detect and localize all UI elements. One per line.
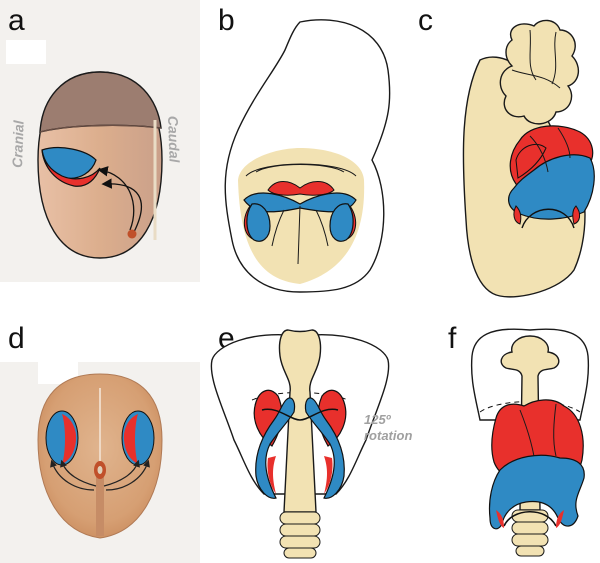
panel-d: d <box>0 322 200 563</box>
heart-tube-right-inner-e <box>324 456 333 494</box>
panel-a: a Cranial Caudal <box>0 0 200 282</box>
heart-limb-right-blue-b <box>329 203 354 242</box>
panel-e: e 125º rotation <box>210 322 412 559</box>
embryo-c-head-folds <box>511 29 561 89</box>
node-d-inner <box>97 466 103 474</box>
amnion-dashed-f <box>479 401 581 413</box>
midline-b <box>271 205 329 265</box>
caudal-label: Caudal <box>165 116 183 164</box>
rotation-label-line1: 125º <box>364 412 392 427</box>
cranial-label: Cranial <box>9 119 27 168</box>
primitive-streak-d <box>96 470 104 536</box>
heart-c-inflow <box>521 208 575 229</box>
heart-field-left-red-d <box>62 414 77 464</box>
panel-letter-d: d <box>8 322 25 355</box>
heart-crescent-blue-b <box>243 192 357 213</box>
panel-b: b <box>218 4 391 293</box>
somites-f <box>511 509 549 557</box>
rotation-label-line2: rotation <box>364 428 412 443</box>
heart-field-right-red-d <box>123 414 138 464</box>
heart-red-c-loop <box>515 144 547 179</box>
label-mask-b <box>240 40 274 64</box>
heart-c-inflow-red <box>513 205 581 225</box>
heart-limb-left-blue-b <box>246 203 271 242</box>
neural-tube-e <box>278 329 322 513</box>
embryo-a-fold <box>39 124 162 133</box>
panel-letter-f: f <box>448 322 457 355</box>
label-mask-a <box>6 40 46 64</box>
panel-f: f <box>448 322 590 557</box>
heart-crescent-red-b <box>267 181 335 196</box>
migration-arrows-d <box>50 459 150 491</box>
panel-letter-b: b <box>218 4 235 37</box>
heart-tube-left-blue-e <box>255 397 296 499</box>
node-a <box>127 229 137 239</box>
heart-c-folds <box>529 127 571 173</box>
panel-letter-c: c <box>418 4 433 37</box>
label-mask-c <box>452 40 478 62</box>
heart-blue-c <box>508 154 595 220</box>
arch-e <box>261 408 339 421</box>
migration-arrow-1 <box>97 166 135 231</box>
heart-tube-right-blue-e <box>304 397 345 499</box>
heart-f-inflow-red <box>496 510 564 528</box>
embryo-c-head <box>499 19 579 125</box>
panel-c: c <box>418 4 595 298</box>
embryo-b-disc <box>238 148 365 284</box>
somites-e <box>279 511 321 559</box>
heart-f-inflow <box>503 511 557 527</box>
panel-letter-a: a <box>8 4 25 37</box>
head-fold-b <box>245 163 357 177</box>
heart-tube-left-inner-e <box>267 456 276 494</box>
migration-arrow-2 <box>101 178 143 233</box>
